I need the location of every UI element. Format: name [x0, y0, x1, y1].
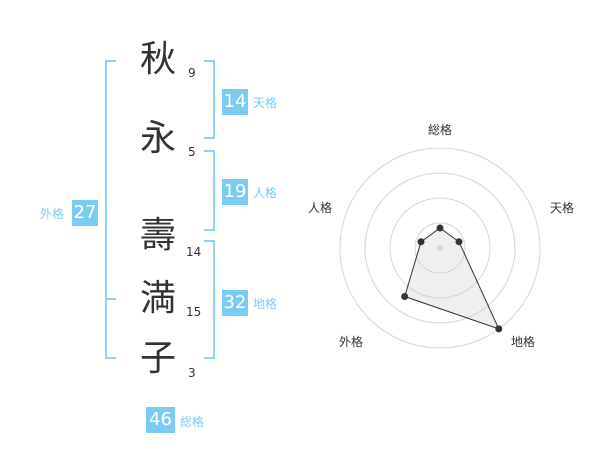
stroke-count-5: 3 — [188, 366, 196, 380]
jinkaku-badge: 19 — [222, 179, 248, 205]
radar-ring-1 — [414, 222, 466, 274]
radar-ring-2 — [389, 197, 491, 299]
gaikaku-label: 外格 — [40, 207, 65, 221]
radar-axis-label-jinkaku: 人格 — [308, 201, 333, 215]
chikaku-label: 地格 — [253, 297, 278, 311]
radar-data-polygon — [404, 227, 500, 330]
radar-axis-label-gaikaku: 外格 — [339, 335, 364, 349]
name-char-2: 永 — [139, 118, 176, 159]
stroke-count-2: 5 — [188, 145, 196, 159]
tenkaku-label: 天格 — [253, 96, 278, 110]
radar-point-1 — [436, 224, 444, 232]
radar-point-5 — [417, 238, 425, 246]
stroke-count-1: 9 — [188, 66, 196, 80]
stroke-count-3: 14 — [186, 245, 202, 259]
soukaku-label: 総格 — [180, 415, 205, 429]
tenkaku-badge: 14 — [222, 89, 248, 115]
radar-ring-4 — [339, 147, 541, 349]
radar-axis-label-tenkaku: 天格 — [550, 201, 575, 215]
soukaku-badge: 46 — [146, 407, 175, 433]
gaikaku-badge: 27 — [72, 200, 98, 226]
name-char-5: 子 — [139, 338, 176, 379]
radar-point-3 — [495, 325, 503, 333]
chikaku-badge: 32 — [222, 290, 248, 316]
radar-point-2 — [455, 238, 463, 246]
radar-ring-3 — [364, 172, 516, 324]
jinkaku-label: 人格 — [253, 186, 278, 200]
name-char-4: 満 — [139, 278, 176, 319]
radar-point-4 — [401, 293, 409, 300]
radar-center-dot — [437, 245, 443, 251]
name-char-3: 壽 — [139, 215, 176, 256]
name-char-1: 秋 — [139, 39, 176, 80]
radar-axis-label-soukaku: 総格 — [428, 123, 453, 137]
radar-axis-label-chikaku: 地格 — [511, 335, 536, 349]
stroke-count-4: 15 — [186, 305, 202, 319]
